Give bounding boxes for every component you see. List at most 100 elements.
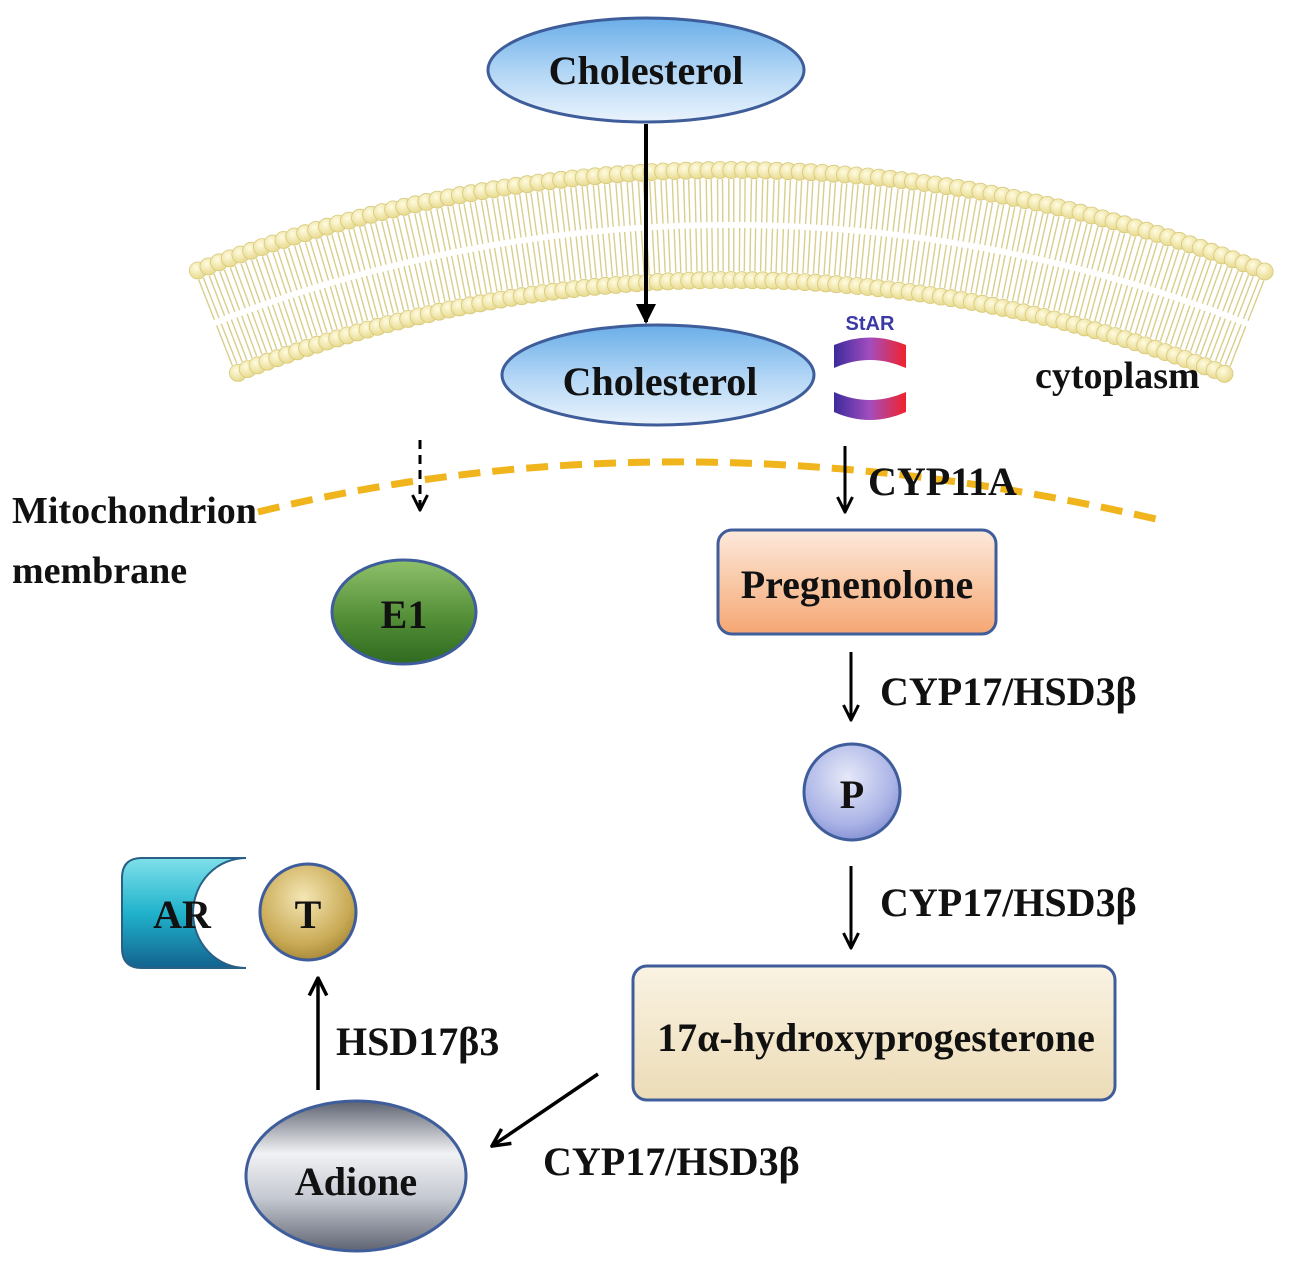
lipid-tail bbox=[502, 196, 511, 240]
lipid-tail bbox=[408, 265, 420, 308]
cholesterol-outer-node: Cholesterol bbox=[486, 16, 806, 124]
lipid-tail bbox=[219, 271, 236, 313]
ar-receptor-node: AR bbox=[121, 857, 247, 969]
lipid-tail bbox=[991, 254, 1001, 297]
lipid-tail bbox=[761, 179, 764, 223]
lipid-tail bbox=[1222, 270, 1239, 312]
lipid-tail bbox=[667, 229, 671, 273]
lipid-tail bbox=[613, 232, 619, 276]
lipid-tail bbox=[198, 279, 216, 321]
lipid-tail bbox=[308, 292, 323, 334]
lipid-tail bbox=[1164, 249, 1180, 292]
lipid-tail bbox=[558, 238, 566, 282]
lipid-tail bbox=[886, 237, 893, 281]
lipid-tail bbox=[1144, 294, 1160, 337]
lipid-tail bbox=[603, 184, 609, 228]
lipid-tail bbox=[912, 240, 920, 284]
lipid-tail bbox=[1219, 322, 1237, 363]
lipid-tail bbox=[859, 234, 866, 278]
lipid-tail bbox=[230, 319, 248, 361]
lipid-tail bbox=[570, 187, 577, 231]
lipid-tail bbox=[309, 240, 324, 283]
p-label: P bbox=[840, 772, 864, 817]
lipid-tail bbox=[1080, 224, 1093, 267]
lipid-tail bbox=[859, 185, 865, 229]
lipid-tail bbox=[919, 192, 927, 235]
lipid-tail bbox=[980, 252, 991, 295]
lipid-tail bbox=[777, 179, 780, 223]
lipid-tail bbox=[1065, 220, 1077, 263]
lipid-tail bbox=[891, 237, 898, 281]
lipid-tail bbox=[678, 228, 682, 272]
lipid-tail bbox=[1226, 272, 1244, 314]
lipid-tail bbox=[564, 237, 571, 281]
lipid-tail bbox=[1129, 289, 1144, 332]
lipid-tail bbox=[907, 240, 915, 283]
lipid-tail bbox=[793, 180, 798, 224]
cholesterol-inner-label: Cholesterol bbox=[563, 359, 758, 404]
lipid-tail bbox=[631, 182, 636, 226]
lipid-tail bbox=[435, 259, 446, 302]
lipid-tail bbox=[344, 281, 358, 324]
lipid-tail bbox=[979, 201, 989, 245]
lipid-tail bbox=[1211, 266, 1229, 308]
lipid-tail bbox=[283, 249, 298, 291]
lipid-tail bbox=[1101, 230, 1115, 273]
lipid-tail bbox=[1159, 299, 1175, 342]
lipid-tail bbox=[1124, 288, 1139, 331]
lipid-tail bbox=[1114, 285, 1129, 327]
lipid-tail bbox=[1063, 270, 1076, 313]
lipid-tail bbox=[359, 226, 372, 269]
lipid-tail bbox=[1204, 316, 1222, 358]
lipid-tail bbox=[1201, 262, 1218, 304]
lipid-tail bbox=[620, 183, 625, 227]
lipid-tail bbox=[870, 186, 877, 230]
lipid-tail bbox=[236, 317, 253, 359]
lipid-tail bbox=[350, 280, 364, 322]
lipid-tail bbox=[787, 180, 792, 224]
lipid-tail bbox=[775, 228, 779, 272]
lipid-tail bbox=[463, 203, 473, 247]
lipid-tail bbox=[1170, 251, 1186, 294]
lipid-tail bbox=[456, 254, 467, 298]
lipid-tail bbox=[833, 232, 839, 276]
lipid-tail bbox=[654, 180, 658, 224]
lipid-tail bbox=[348, 229, 361, 272]
lipid-tail bbox=[928, 243, 937, 286]
lipid-tail bbox=[1195, 312, 1212, 354]
lipid-tail bbox=[940, 195, 949, 239]
lipid-tail bbox=[553, 238, 561, 282]
pregnenolone-label: Pregnenolone bbox=[741, 562, 974, 607]
lipid-tail bbox=[935, 194, 944, 238]
lipid-tail bbox=[804, 181, 809, 225]
lipid-tail bbox=[660, 180, 664, 224]
lipid-tail bbox=[1084, 276, 1097, 319]
lipid-tail bbox=[640, 230, 645, 274]
lipid-tail bbox=[329, 286, 343, 328]
lipid-tail bbox=[626, 182, 631, 226]
lipid-tail bbox=[246, 313, 263, 355]
ar-label: AR bbox=[153, 892, 212, 937]
lipid-tail bbox=[552, 189, 560, 233]
cholesterol-inner-node: Cholesterol bbox=[500, 323, 816, 427]
lipid-tail bbox=[649, 181, 653, 225]
lipid-tail bbox=[1143, 243, 1158, 285]
p-node: P bbox=[802, 742, 902, 842]
lipid-tail bbox=[403, 216, 414, 259]
lipid-tail bbox=[519, 194, 527, 237]
lipid-tail bbox=[271, 304, 288, 346]
lipid-tail bbox=[1086, 226, 1099, 269]
lipid-tail bbox=[908, 190, 915, 234]
lipid-tail bbox=[339, 282, 354, 325]
lipid-tail bbox=[467, 252, 477, 296]
lipid-tail bbox=[973, 200, 982, 244]
lipid-tail bbox=[1006, 257, 1017, 300]
lipid-tail bbox=[687, 179, 691, 223]
lipid-tail bbox=[828, 231, 833, 275]
lipid-tail bbox=[255, 258, 272, 300]
hydroxyprogesterone-label: 17α-hydroxyprogesterone bbox=[657, 1015, 1095, 1060]
lipid-tail bbox=[1054, 218, 1066, 261]
lipid-tail bbox=[602, 233, 608, 277]
lipid-tail bbox=[886, 187, 893, 231]
